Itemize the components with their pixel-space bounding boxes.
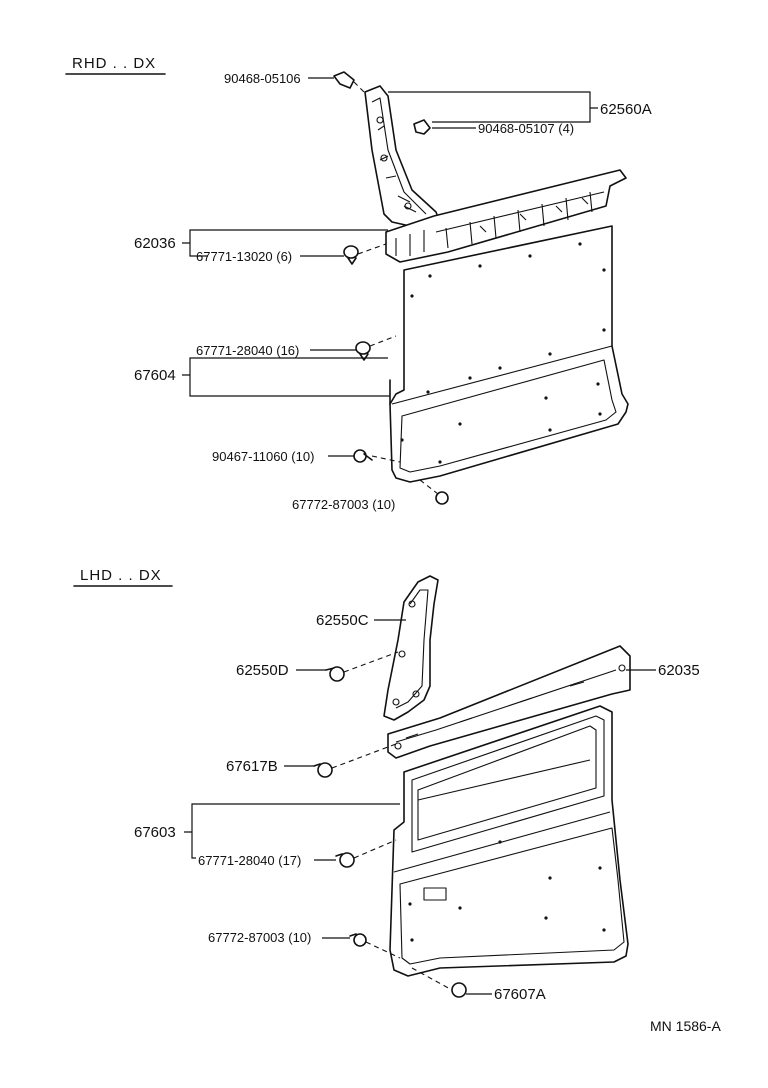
- part-label: 62560A: [600, 101, 652, 118]
- part-label: 67771-28040 (16): [196, 343, 299, 358]
- part-label: 67771-13020 (6): [196, 249, 292, 264]
- lhd-leaders: [184, 619, 656, 995]
- part-label: 90468-05107 (4): [478, 121, 574, 136]
- part-label: 67607A: [494, 986, 546, 1003]
- rhd-door-panel: [389, 225, 629, 483]
- clip-icon: [325, 666, 345, 682]
- part-label: 67772-87003 (10): [292, 497, 395, 512]
- clip-icon: [451, 982, 467, 998]
- part-label: 90467-11060 (10): [212, 449, 314, 464]
- clip-icon: [435, 491, 449, 505]
- lhd-heading: LHD . . DX: [80, 567, 162, 584]
- rhd-pillar-trim: [364, 85, 441, 231]
- clip-icon: [353, 449, 373, 463]
- part-label: 67772-87003 (10): [208, 930, 311, 945]
- rhd-section: RHD . . DX: [65, 55, 652, 512]
- drawing-code: MN 1586-A: [650, 1018, 721, 1034]
- rhd-fasteners: [333, 71, 449, 505]
- rhd-heading: RHD . . DX: [72, 55, 156, 72]
- lhd-section: LHD . . DX: [73, 567, 700, 1003]
- clip-icon: [335, 852, 355, 868]
- part-label: 67603: [134, 824, 176, 841]
- lhd-labels: 62550C 62550D 62035 67617B 67603 67771-2…: [134, 612, 700, 1003]
- rhd-upper-rail: [385, 169, 627, 263]
- rhd-labels: 90468-05106 62560A 90468-05107 (4) 62036…: [134, 71, 652, 512]
- part-label: 62550C: [316, 612, 369, 629]
- clip-icon: [333, 71, 355, 89]
- part-label: 62550D: [236, 662, 289, 679]
- clip-icon: [349, 933, 367, 947]
- clip-icon: [343, 245, 359, 265]
- clip-icon: [413, 119, 431, 135]
- clip-icon: [313, 762, 333, 778]
- part-label: 62035: [658, 662, 700, 679]
- rhd-leaders: [182, 77, 598, 457]
- clip-icon: [355, 341, 371, 361]
- part-label: 67617B: [226, 758, 278, 775]
- part-label: 67604: [134, 367, 176, 384]
- lhd-fasteners: [313, 651, 467, 998]
- lhd-door-panel: [389, 705, 629, 977]
- part-label: 62036: [134, 235, 176, 252]
- part-label: 67771-28040 (17): [198, 853, 301, 868]
- part-label: 90468-05106: [224, 71, 301, 86]
- lhd-pillar-trim: [383, 575, 439, 721]
- lhd-upper-rail: [387, 645, 631, 759]
